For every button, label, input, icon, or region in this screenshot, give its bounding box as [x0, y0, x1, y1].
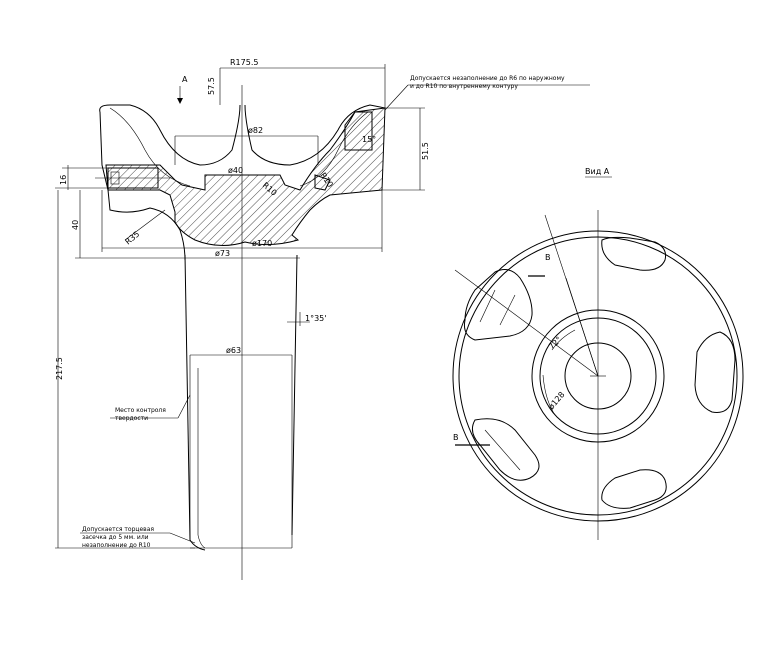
view-a-pocket-top-left: [464, 269, 533, 341]
note-top-arrow: [384, 84, 409, 111]
dim-angle-72: 72°: [547, 335, 563, 351]
dim-taper: 1°35': [305, 314, 326, 323]
note-bottom-1: Допускается торцевая: [82, 526, 154, 533]
view-arrow-head: [177, 98, 183, 104]
section-inner-bowl: [109, 107, 369, 187]
dim-d128: ø128: [547, 390, 567, 411]
view-a-radial-2: [454, 269, 599, 377]
section-b-top: В: [545, 253, 551, 262]
note-top-1: Допускается незаполнение до R6 по наружн…: [410, 75, 565, 82]
note-bottom-2: засечка до 5 мм. или: [82, 534, 149, 541]
note-bottom-arrow: [169, 532, 196, 544]
note-hardness-arrow: [177, 394, 191, 419]
section-right-notch: [314, 174, 331, 191]
dim-d82: ø82: [248, 126, 263, 135]
dim-d63: ø63: [226, 346, 241, 355]
stem-inner: [189, 354, 293, 549]
dim-d40: ø40: [228, 166, 243, 175]
view-a-d128-arc: [542, 374, 556, 416]
view-a: Вид А 72° ø128 В В: [452, 167, 744, 540]
view-a-label: Вид А: [585, 167, 610, 176]
dim-575: 57.5: [207, 77, 216, 95]
dim-515: 51.5: [421, 142, 430, 160]
dim-d73: ø73: [215, 249, 230, 258]
dim-r35-leader: [124, 209, 166, 241]
view-a-pocket-bottom-left: [471, 418, 540, 481]
dim-16: 16: [59, 175, 68, 185]
view-a-rib-3: [484, 429, 521, 471]
dim-2175: 217.5: [55, 357, 64, 380]
note-top-2: и до R10 по внутреннему контуру: [410, 83, 518, 90]
view-a-rib-1: [479, 289, 496, 323]
section-hatched-body: [105, 107, 386, 246]
section-b-bottom: В: [453, 433, 459, 442]
stem-outline: [184, 254, 298, 551]
view-a-pocket-right: [694, 331, 736, 413]
view-a-pocket-bottom-right: [601, 469, 667, 509]
dim-r35: R35: [124, 230, 142, 247]
view-a-rib-2: [499, 294, 516, 326]
dim-angle-15: 15°: [362, 135, 376, 144]
dim-40: 40: [71, 220, 80, 230]
note-hardness-1: Место контроля: [115, 407, 166, 414]
dim-r1755: R175.5: [230, 58, 258, 67]
section-view: R175.5 57.5 A ø82 ø40 R10 R10 15° 51.5 1…: [55, 58, 590, 580]
dim-d170: ø170: [252, 239, 272, 248]
view-a-pocket-top: [601, 236, 666, 271]
note-bottom-3: незаполнение до R10: [82, 542, 151, 549]
section-right-slot: [344, 111, 373, 151]
note-hardness-2: твердости: [115, 415, 148, 422]
view-a-angle-arc: [551, 329, 576, 351]
section-left-wall: [99, 111, 186, 261]
view-a-radial-3: [565, 277, 599, 377]
view-arrow-label: A: [182, 75, 188, 84]
